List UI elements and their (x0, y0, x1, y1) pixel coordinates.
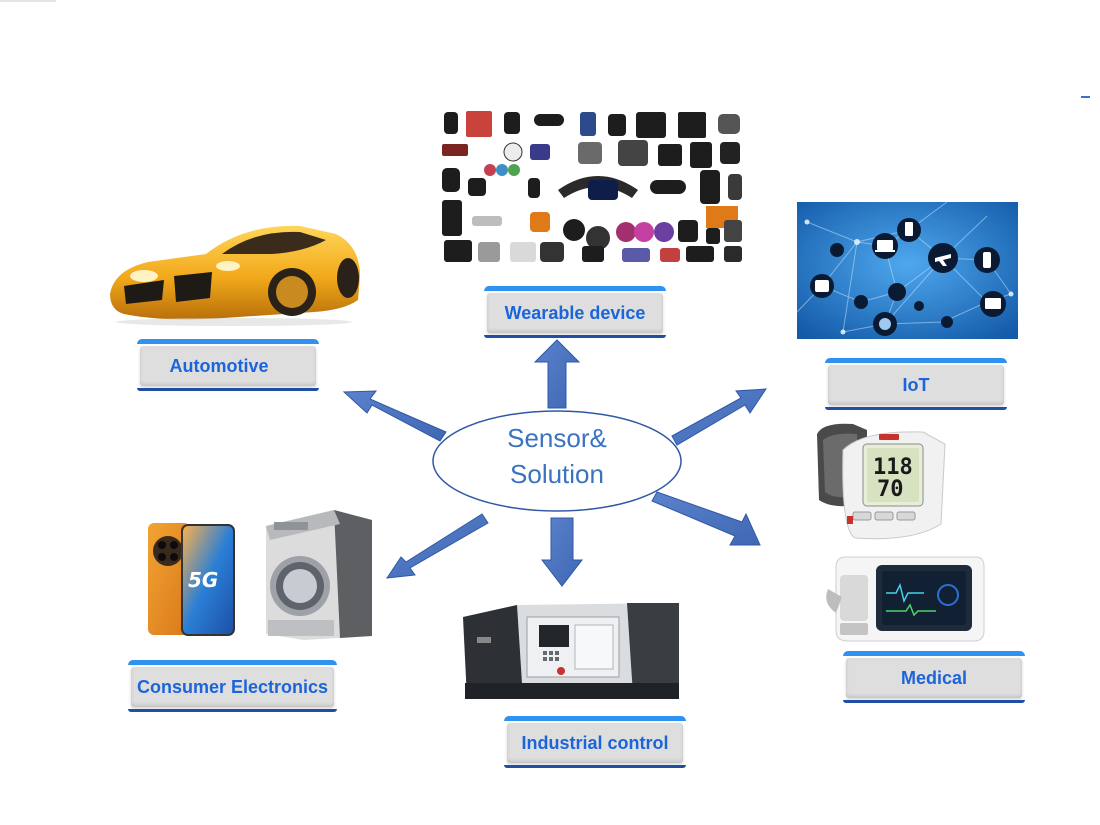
label-iot: IoT (825, 358, 1007, 410)
label-consumer-electronics: Consumer Electronics (128, 660, 337, 712)
label-industrial-control: Industrial control (504, 716, 686, 768)
label-bottom-bar (843, 700, 1025, 703)
arrow-upper-right (671, 388, 767, 446)
label-automotive: Automotive (137, 339, 319, 391)
label-consumer-text: Consumer Electronics (136, 676, 329, 697)
center-title-line1: Sensor& (507, 423, 607, 453)
arrow-lower-right (651, 491, 761, 546)
arrow-down (540, 517, 584, 587)
bp-reading-systolic: 118 (873, 455, 913, 480)
sports-car-image (110, 225, 360, 326)
label-face: Consumer Electronics (131, 667, 334, 707)
label-bottom-bar (825, 407, 1007, 410)
label-wearable-text: Wearable device (504, 302, 646, 323)
arrow-lower-left (385, 513, 489, 579)
label-top-bar (484, 286, 666, 291)
label-industrial-text: Industrial control (521, 732, 669, 753)
edge-tick-mark (1081, 96, 1090, 98)
label-top-bar (137, 339, 319, 344)
label-bottom-bar (504, 765, 686, 768)
washing-machine-image (266, 510, 372, 640)
label-bottom-bar (137, 388, 319, 391)
label-face: Industrial control (507, 723, 683, 763)
label-bottom-bar (484, 335, 666, 338)
label-medical-text: Medical (900, 667, 968, 688)
label-face: Automotive (140, 346, 316, 386)
medical-monitor-image (826, 556, 985, 642)
cnc-machine-image (463, 603, 679, 699)
center-title-line2: Solution (510, 459, 604, 489)
label-face: Wearable device (487, 293, 663, 333)
wearable-devices-image (438, 108, 745, 266)
phone-5g-badge: 5G (188, 568, 218, 592)
blood-pressure-monitor-image: 118 70 (817, 423, 946, 540)
label-face: IoT (828, 365, 1004, 405)
iot-network-image (797, 202, 1018, 339)
label-medical: Medical (843, 651, 1025, 703)
label-automotive-text: Automotive (169, 355, 269, 376)
bp-reading-diastolic: 70 (877, 477, 904, 502)
label-top-bar (825, 358, 1007, 363)
label-bottom-bar (128, 709, 337, 712)
arrow-up (533, 339, 581, 409)
label-wearable-device: Wearable device (484, 286, 666, 338)
label-top-bar (843, 651, 1025, 656)
arrow-upper-left (342, 390, 447, 442)
label-face: Medical (846, 658, 1022, 698)
label-top-bar (128, 660, 337, 665)
top-edge-mark (0, 0, 56, 2)
smartphone-image: 5G (148, 523, 235, 636)
center-title: Sensor& Solution (432, 420, 682, 492)
label-top-bar (504, 716, 686, 721)
center-ellipse (432, 410, 682, 512)
label-iot-text: IoT (902, 374, 930, 395)
